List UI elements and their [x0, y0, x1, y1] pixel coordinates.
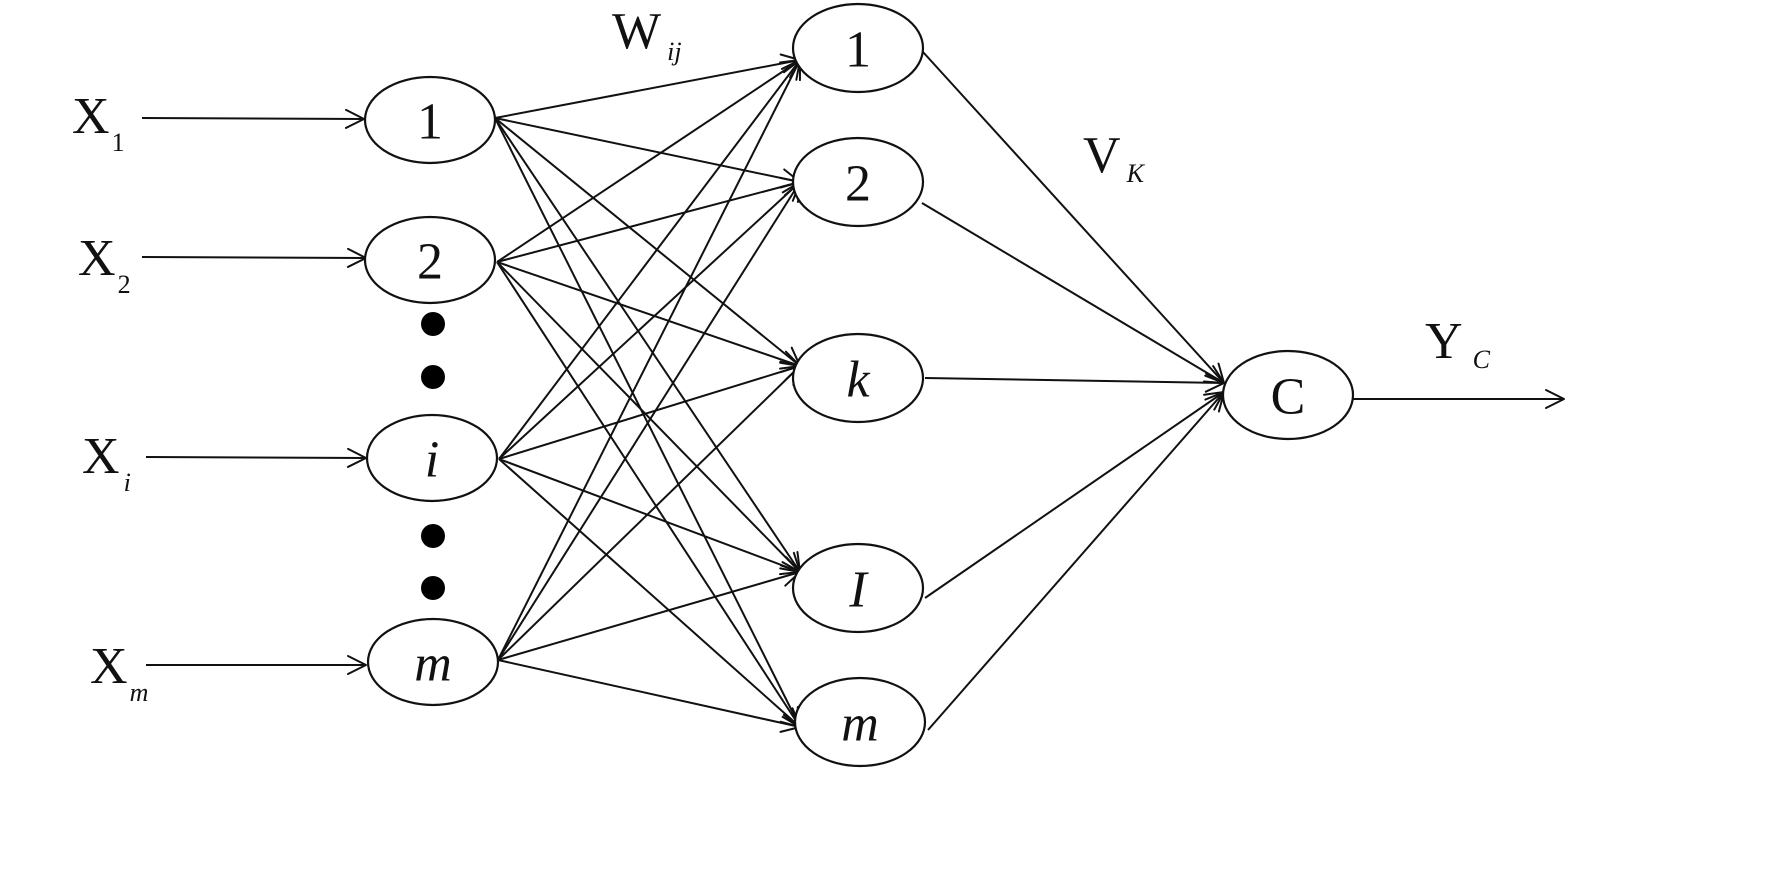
weight-connection [497, 659, 801, 728]
weight-connection [498, 181, 801, 460]
weight-connection [494, 59, 801, 119]
input-node-1: 1 [363, 75, 497, 165]
hidden-node-m: m [793, 676, 927, 768]
svg-text:m: m [414, 636, 452, 693]
weight-connection [497, 571, 801, 661]
svg-text:Xi: Xi [82, 428, 131, 497]
svg-text:1: 1 [845, 22, 871, 79]
input-signal-arrow [145, 456, 367, 459]
hidden-node-1: 1 [791, 2, 925, 94]
svg-text:Wij: Wij [612, 3, 682, 66]
svg-text:I: I [848, 562, 869, 619]
weight-connection [496, 261, 801, 367]
svg-text:YC: YC [1425, 313, 1491, 374]
input-label-2: X2 [78, 230, 131, 299]
svg-text:2: 2 [417, 234, 443, 291]
ellipsis-dot [421, 312, 445, 336]
output-connection [921, 202, 1225, 384]
svg-text:X2: X2 [78, 230, 131, 299]
ellipsis-dot [421, 365, 445, 389]
input-node-i: i [365, 413, 499, 503]
input-label-1: X1 [72, 88, 125, 157]
weight-connection [496, 59, 801, 263]
input-node-m: m [366, 617, 500, 707]
svg-text:C: C [1271, 369, 1306, 426]
svg-text:Xm: Xm [90, 638, 148, 707]
weight-connection [494, 117, 801, 367]
input-signal-arrow [141, 256, 367, 259]
ellipsis-dot [421, 524, 445, 548]
output-connection [922, 51, 1225, 384]
weight-connection [496, 181, 801, 263]
weight-connection [494, 117, 801, 183]
svg-text:k: k [846, 352, 870, 409]
svg-text:VK: VK [1083, 127, 1146, 188]
hidden-node-I: I [791, 542, 925, 634]
input-node-2: 2 [363, 215, 497, 305]
weight-connection [496, 261, 801, 573]
weight-connection [498, 458, 801, 573]
svg-text:m: m [841, 696, 879, 753]
svg-text:2: 2 [845, 156, 871, 213]
connections [141, 50, 1565, 737]
weight-connection [498, 59, 801, 460]
svg-text:1: 1 [417, 94, 443, 151]
output-connection [924, 391, 1225, 599]
output-connection [927, 391, 1225, 731]
output-node-c: C [1221, 349, 1355, 441]
hidden-node-2: 2 [791, 136, 925, 228]
weight-connection [497, 365, 801, 661]
input-signal-arrow [141, 117, 365, 120]
svg-text:X1: X1 [72, 88, 125, 157]
weight-connection [497, 181, 801, 661]
input-label-m: Xm [90, 638, 148, 707]
hidden-node-k: k [791, 332, 925, 424]
weight-connection [494, 117, 801, 573]
output-connection [924, 377, 1225, 384]
weight-connection [498, 458, 801, 728]
weight-connection [496, 261, 801, 728]
weight-connection [498, 365, 801, 460]
weight-connection [497, 59, 801, 661]
ellipsis-dot [421, 576, 445, 600]
svg-text:i: i [425, 432, 439, 489]
